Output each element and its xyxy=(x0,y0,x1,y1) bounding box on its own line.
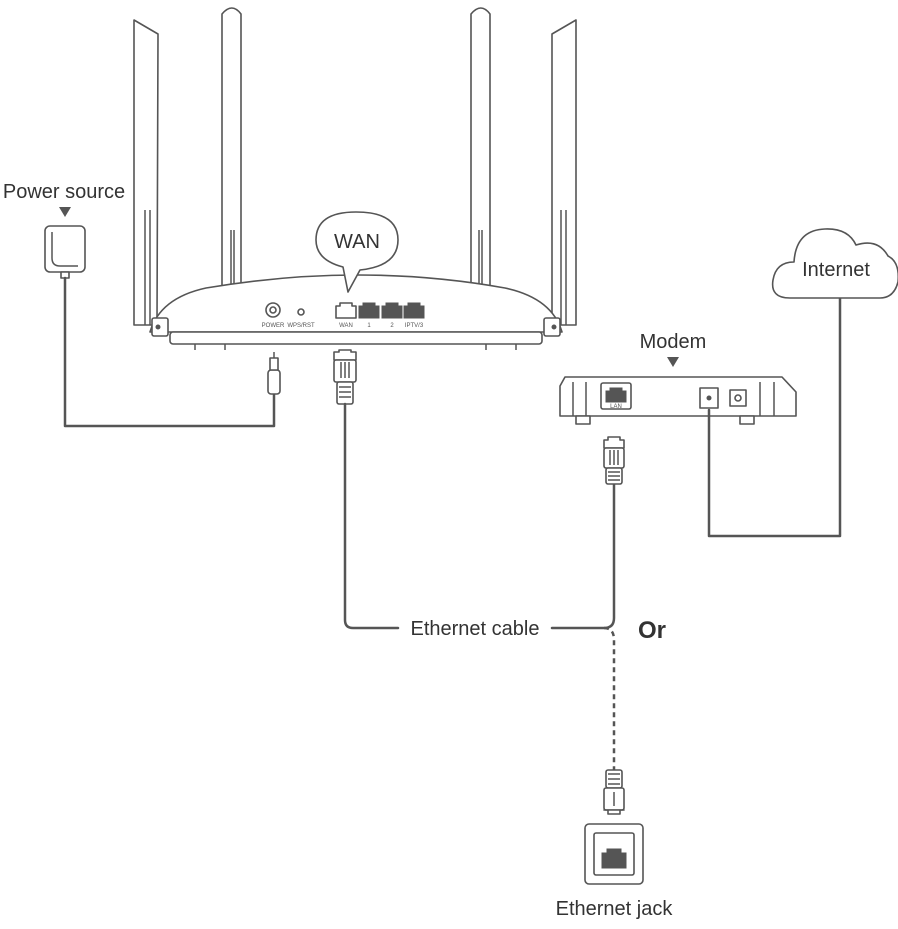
or-label: Or xyxy=(638,617,666,644)
router-power-label: POWER xyxy=(262,323,285,329)
router-lan1-port xyxy=(358,302,380,319)
router: POWER WPS/RST WAN 1 2 IPTV/3 xyxy=(133,7,577,350)
router-ethernet-plug-icon xyxy=(333,349,357,405)
wan-callout-label: WAN xyxy=(334,231,380,253)
power-cable xyxy=(63,276,276,428)
ethernet-cable-dashed-branch xyxy=(603,626,616,770)
modem-label: Modem xyxy=(640,331,707,353)
wan-callout: WAN xyxy=(315,211,399,293)
router-power-port xyxy=(265,302,281,318)
router-antenna-1 xyxy=(133,19,159,326)
router-wan-label: WAN xyxy=(339,323,353,329)
internet-cloud-icon xyxy=(771,228,898,299)
ethernet-jack-label: Ethernet jack xyxy=(556,898,674,920)
router-lan2-label: 2 xyxy=(390,323,394,329)
ethernet-cable-right xyxy=(550,480,616,630)
modem-arrow-icon xyxy=(667,357,679,367)
modem: LAN xyxy=(559,376,797,425)
power-source-arrow-icon xyxy=(59,207,71,217)
modem-lan-label: LAN xyxy=(610,404,622,410)
power-source-label: Power source xyxy=(3,181,125,203)
jack-ethernet-plug-icon xyxy=(603,769,625,815)
power-adapter-icon xyxy=(44,225,86,279)
router-antenna-2 xyxy=(221,7,242,331)
ethernet-cable-label: Ethernet cable xyxy=(411,618,540,640)
router-body xyxy=(149,274,563,333)
modem-internet-cable xyxy=(707,296,842,538)
router-wps-button xyxy=(297,308,305,316)
power-plug-icon xyxy=(267,352,281,395)
router-iptv-port xyxy=(403,302,425,319)
ethernet-jack-icon xyxy=(584,823,644,885)
router-lan1-label: 1 xyxy=(367,323,371,329)
modem-ethernet-plug-icon xyxy=(603,436,625,485)
internet-label: Internet xyxy=(802,259,870,281)
router-lan2-port xyxy=(381,302,403,319)
router-wan-port xyxy=(335,302,357,319)
router-wps-label: WPS/RST xyxy=(287,323,315,329)
ethernet-cable-left xyxy=(343,402,400,630)
router-iptv-label: IPTV/3 xyxy=(405,323,424,329)
router-antenna-3 xyxy=(470,7,491,331)
router-antenna-4 xyxy=(551,19,577,326)
